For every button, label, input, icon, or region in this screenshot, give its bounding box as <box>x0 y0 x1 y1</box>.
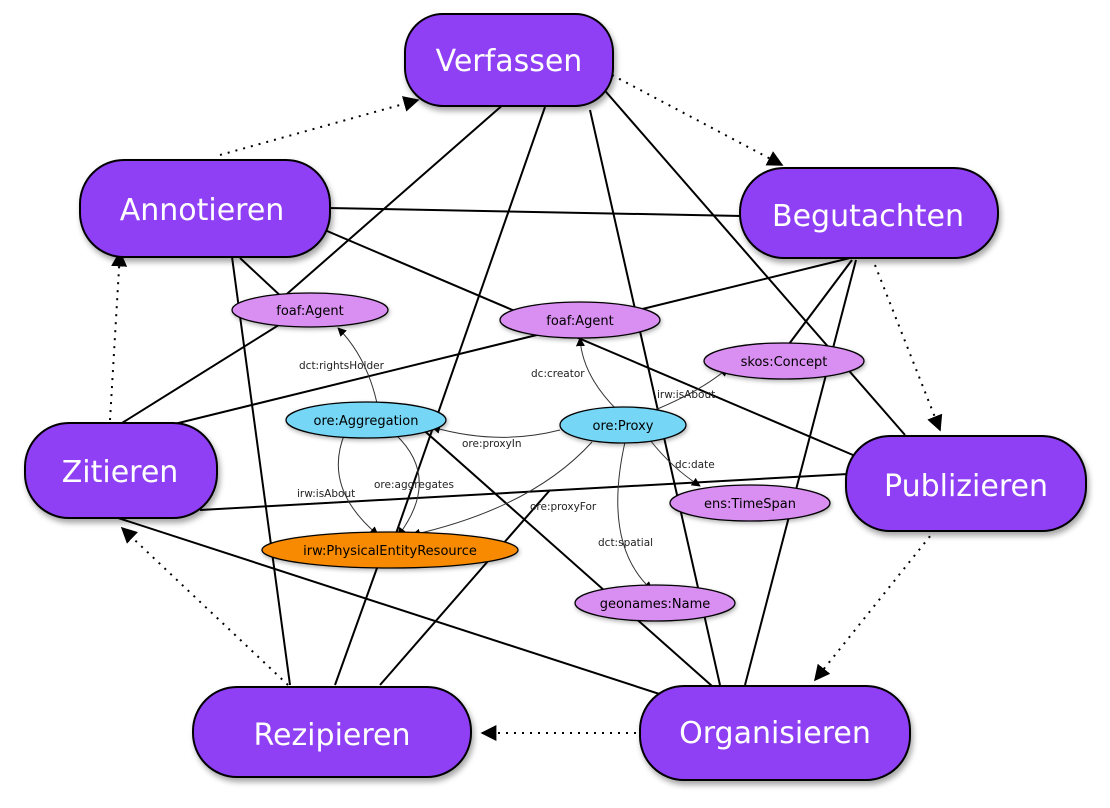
begutachten-node: Begutachten <box>739 167 999 259</box>
connector-lines <box>111 84 906 701</box>
connector-line <box>239 257 286 301</box>
skos-concept-node: skos:Concept <box>703 342 865 380</box>
rezipieren-label: Rezipieren <box>253 718 410 753</box>
connector-line <box>599 84 906 436</box>
foaf-agent-center-node: foaf:Agent <box>499 301 661 339</box>
connector-line <box>111 515 679 701</box>
foaf-agent-center-label: foaf:Agent <box>546 314 613 329</box>
cycle-arrows <box>109 74 943 741</box>
irw-physical-entity-label: irw:PhysicalEntityResource <box>303 544 477 559</box>
connector-line <box>744 259 857 686</box>
is-about-proxy-label: irw:isAbout <box>657 389 715 401</box>
connector-line <box>149 257 851 431</box>
geonames-name-node: geonames:Name <box>574 584 736 622</box>
annotieren-label: Annotieren <box>120 193 285 228</box>
publizieren-node: Publizieren <box>845 435 1087 532</box>
proxy-in-label: ore:proxyIn <box>462 438 522 450</box>
relation-labels: dct:rightsHolder dc:creator irw:isAbout … <box>297 360 715 549</box>
irw-physical-entity-node: irw:PhysicalEntityResource <box>261 531 519 569</box>
ens-timespan-node: ens:TimeSpan <box>669 484 831 522</box>
publizieren-label: Publizieren <box>884 469 1048 504</box>
rezipieren-node: Rezipieren <box>192 686 472 778</box>
verfassen-label: Verfassen <box>436 44 583 79</box>
cycle-arrow-annotieren-verfassen <box>219 96 420 156</box>
connector-line <box>199 473 849 511</box>
annotieren-node: Annotieren <box>79 159 331 258</box>
foaf-agent-left-label: foaf:Agent <box>276 304 343 319</box>
verfassen-node: Verfassen <box>404 13 614 107</box>
connector-line <box>121 317 291 424</box>
cycle-arrow-begutachten-publizieren <box>874 264 943 432</box>
ore-aggregation-node: ore:Aggregation <box>285 401 447 439</box>
creator-arc <box>575 337 618 411</box>
rights-holder-arc <box>337 327 379 409</box>
organisieren-node: Organisieren <box>639 685 911 781</box>
entity-nodes: foaf:Agent foaf:Agent skos:Concept ore:A… <box>231 292 865 622</box>
connector-line <box>409 417 713 687</box>
connector-line <box>391 106 546 546</box>
connector-line <box>319 227 861 459</box>
ens-timespan-label: ens:TimeSpan <box>704 497 796 512</box>
foaf-agent-left-node: foaf:Agent <box>231 292 389 328</box>
connector-line <box>334 567 378 686</box>
zitieren-node: Zitieren <box>24 422 218 519</box>
cycle-arrow-verfassen-begutachten <box>611 74 784 166</box>
proxy-in-arc <box>431 424 561 438</box>
activity-nodes: Verfassen Annotieren Begutachten Zitiere… <box>24 13 1087 781</box>
ore-proxy-label: ore:Proxy <box>592 419 653 434</box>
ore-proxy-node: ore:Proxy <box>559 406 687 444</box>
begutachten-label: Begutachten <box>772 199 964 234</box>
proxy-for-arc <box>411 441 593 538</box>
is-about-aggregation-arc <box>337 432 379 536</box>
rights-holder-label: dct:rightsHolder <box>299 360 385 372</box>
spatial-arc <box>617 441 653 591</box>
cycle-arrow-zitieren-annotieren <box>109 250 128 421</box>
connector-line <box>279 102 506 301</box>
skos-concept-label: skos:Concept <box>741 355 828 370</box>
spatial-label: dct:spatial <box>598 537 653 549</box>
aggregates-label: ore:aggregates <box>374 479 454 491</box>
aggregates-arc <box>394 433 420 537</box>
zitieren-label: Zitieren <box>62 455 179 490</box>
creator-label: dc:creator <box>531 368 585 380</box>
date-arc <box>649 439 701 487</box>
ore-aggregation-label: ore:Aggregation <box>314 414 419 429</box>
proxy-for-label: ore:proxyFor <box>530 501 597 513</box>
geonames-name-label: geonames:Name <box>600 597 711 612</box>
cycle-arrow-publizieren-organisieren <box>814 529 936 682</box>
is-about-aggregation-label: irw:isAbout <box>297 488 355 500</box>
connector-line <box>231 256 291 686</box>
connector-line <box>327 207 743 217</box>
connector-line <box>379 489 551 686</box>
organisieren-label: Organisieren <box>679 716 871 751</box>
date-label: dc:date <box>675 459 715 471</box>
